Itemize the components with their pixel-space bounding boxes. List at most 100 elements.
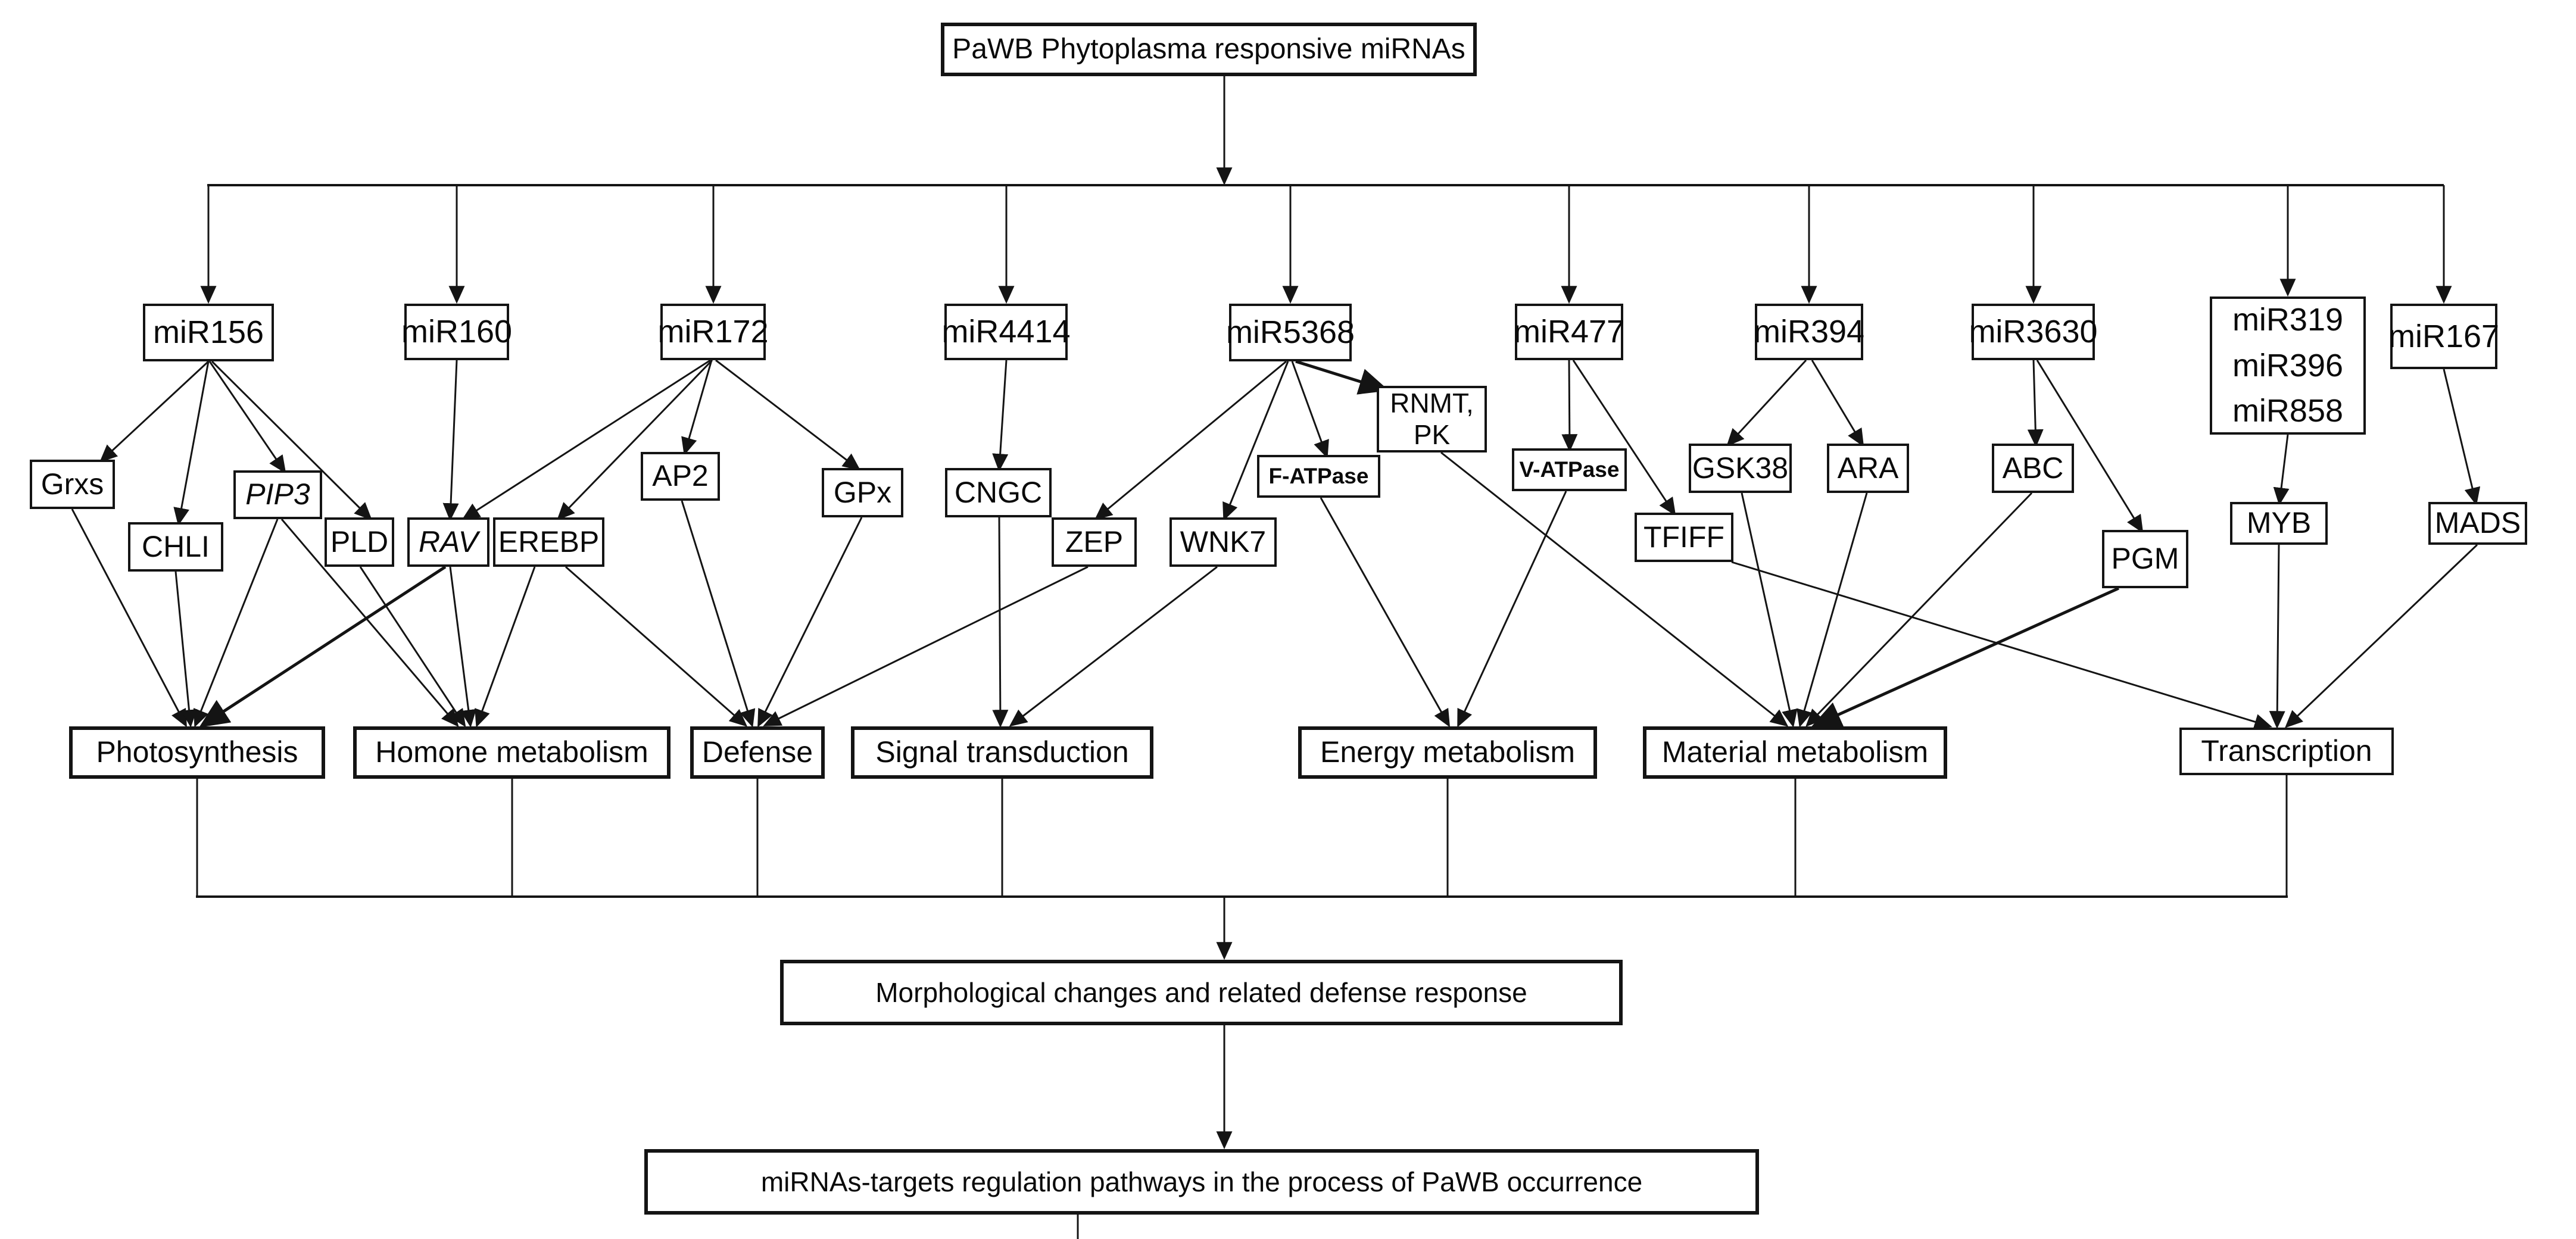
edge-miR172-RAV: [461, 359, 711, 520]
TFIFF-label: TFIFF: [1643, 520, 1725, 554]
node-RAV: RAV: [407, 517, 489, 567]
node-MYB: MYB: [2230, 502, 2328, 545]
node-pathways-outcome: miRNAs-targets regulation pathways in th…: [644, 1149, 1759, 1215]
node-material-metabolism: Material metabolism: [1643, 726, 1947, 779]
ABC-label: ABC: [2002, 451, 2064, 485]
node-miR167: miR167: [2388, 304, 2499, 369]
edge-RAV-Photosynthesis: [199, 565, 447, 728]
node-MADS: MADS: [2428, 502, 2527, 545]
edge-VATPase-Energy: [1457, 491, 1567, 728]
title-label: PaWB Phytoplasma responsive miRNAs: [952, 33, 1465, 65]
node-CNGC: CNGC: [945, 468, 1052, 517]
edge-MADS-Transcription: [2284, 544, 2478, 728]
edge-PGM-Material: [1811, 586, 2120, 727]
node-title: PaWB Phytoplasma responsive miRNAs: [941, 23, 1477, 76]
edge-miR394-GSK38: [1726, 359, 1807, 447]
WNK7-label: WNK7: [1180, 525, 1267, 558]
edge-miR3630-PGM: [2036, 360, 2144, 533]
edge-EREBP-Hormone: [475, 566, 536, 728]
node-defense: Defense: [690, 726, 825, 779]
edge-miR3630-ABC: [2027, 360, 2044, 448]
edge-miR172-EREBP: [557, 359, 713, 521]
node-ZEP: ZEP: [1052, 517, 1137, 567]
edge-miR4414-CNGC: [992, 360, 1009, 472]
GPx-label: GPx: [833, 475, 892, 509]
edge-miR167-MADS: [2443, 369, 2481, 506]
node-TFIFF: TFIFF: [1635, 513, 1733, 562]
miR3630-label: miR3630: [1969, 314, 2098, 350]
node-Grxs: Grxs: [30, 460, 115, 509]
RAV-label: RAV: [418, 525, 479, 558]
edge-PIP3-Photosynthesis: [194, 519, 279, 728]
node-ABC: ABC: [1992, 444, 2074, 493]
edge-miR394-ARA: [1811, 360, 1864, 447]
edge-RNMT-Material: [1440, 451, 1789, 727]
energy-metabolism-label: Energy metabolism: [1320, 735, 1575, 769]
miR172-label: miR172: [657, 314, 769, 350]
edge-GSK38-Material: [1741, 492, 1798, 728]
node-EREBP: EREBP: [493, 517, 604, 567]
edge-Grxs-Photosynthesis: [71, 508, 187, 728]
V-ATPase-label: V-ATPase: [1519, 457, 1620, 482]
AP2-label: AP2: [652, 459, 709, 493]
node-ARA: ARA: [1827, 444, 1909, 493]
node-WNK7: WNK7: [1170, 517, 1277, 567]
node-PGM: PGM: [2102, 530, 2188, 588]
PK-label: PK: [1413, 419, 1451, 450]
edge-AP2-Defense: [681, 500, 756, 728]
pathways-outcome-label: miRNAs-targets regulation pathways in th…: [760, 1166, 1643, 1197]
edge-miR319group-MYB: [2273, 434, 2290, 506]
CHLI-label: CHLI: [142, 529, 210, 563]
F-ATPase-label: F-ATPase: [1268, 463, 1369, 488]
node-GSK38: GSK38: [1689, 444, 1792, 493]
edge-miR5368-RNMT: [1295, 360, 1389, 395]
node-CHLI: CHLI: [128, 522, 223, 572]
node-photosynthesis: Photosynthesis: [69, 726, 325, 779]
node-hormone-metabolism: Homone metabolism: [353, 726, 670, 779]
ZEP-label: ZEP: [1065, 525, 1124, 558]
edge-PLD-Hormone: [359, 566, 466, 728]
node-miR160: miR160: [401, 304, 513, 360]
edge-CNGC-Signal: [992, 517, 1009, 728]
miR394-label: miR394: [1753, 314, 1865, 350]
node-F-ATPase: F-ATPase: [1257, 455, 1380, 498]
PIP3-label: PIP3: [245, 478, 310, 511]
node-miR5368: miR5368: [1225, 304, 1355, 361]
edge-miR477-VATPase: [1561, 360, 1578, 452]
edge-miR172-AP2: [681, 360, 713, 456]
node-miR156: miR156: [143, 304, 274, 361]
photosynthesis-label: Photosynthesis: [96, 735, 298, 769]
PLD-label: PLD: [330, 525, 389, 558]
edge-miR5368-ZEP: [1094, 360, 1287, 520]
edge-miR160-RAV: [442, 360, 459, 522]
edge-FATPase-Energy: [1320, 497, 1451, 728]
node-miR3630: miR3630: [1969, 304, 2098, 360]
PGM-label: PGM: [2111, 542, 2179, 576]
hormone-metabolism-label: Homone metabolism: [375, 735, 648, 769]
edge-TFIFF-Transcription: [1731, 561, 2273, 730]
miR5368-label: miR5368: [1225, 314, 1355, 351]
node-V-ATPase: V-ATPase: [1512, 448, 1627, 491]
edge-MYB-Transcription: [2269, 544, 2285, 729]
miR4414-label: miR4414: [941, 314, 1071, 350]
miR477-label: miR477: [1513, 314, 1625, 350]
edge-WNK7-Signal: [1009, 566, 1218, 727]
edge-miR5368-WNK7: [1222, 361, 1289, 521]
signal-transduction-label: Signal transduction: [875, 735, 1129, 769]
transcription-label: Transcription: [2201, 734, 2372, 768]
miR160-label: miR160: [401, 314, 513, 350]
miR319-label: miR319: [2232, 302, 2344, 338]
morphological-changes-label: Morphological changes and related defens…: [875, 976, 1527, 1008]
Grxs-label: Grxs: [40, 467, 104, 501]
node-AP2: AP2: [641, 452, 720, 501]
edge-EREBP-Defense: [565, 566, 748, 727]
node-miR319-group: miR319 miR396 miR858: [2210, 297, 2366, 435]
EREBP-label: EREBP: [498, 525, 600, 558]
edge-miR156-Grxs: [99, 360, 210, 463]
miR396-label: miR396: [2232, 347, 2344, 383]
node-transcription: Transcription: [2179, 728, 2394, 775]
edge-ARA-Material: [1797, 492, 1868, 728]
CNGC-label: CNGC: [954, 475, 1043, 509]
node-PLD: PLD: [325, 517, 394, 567]
